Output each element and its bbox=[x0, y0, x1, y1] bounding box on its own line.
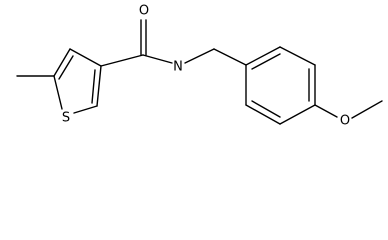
bond-c4-c3 bbox=[69, 48, 102, 67]
bond-c5-c4-inner bbox=[58, 55, 74, 80]
bond-c5-c4 bbox=[53, 48, 71, 77]
bond-b1-b2-inner bbox=[251, 53, 281, 70]
atom-label-carbonyl-oxygen: O bbox=[139, 4, 149, 19]
bond-c3-carbonyl bbox=[100, 54, 144, 67]
bond-c3-c2 bbox=[96, 65, 102, 107]
bond-b4-b5 bbox=[279, 104, 316, 125]
bond-carbonyl-n bbox=[142, 54, 173, 64]
atom-label-thiophene-sulfur: S bbox=[62, 111, 70, 126]
bond-b5-b6-inner bbox=[251, 100, 281, 118]
bond-s-c5 bbox=[53, 75, 63, 110]
atom-label-amide-nitrogen: N bbox=[173, 60, 183, 75]
bond-c3-c2-inner bbox=[91, 69, 96, 104]
bond-c2-s bbox=[73, 105, 98, 114]
bond-b2-b3 bbox=[279, 46, 316, 66]
bond-b1-b2 bbox=[245, 46, 281, 66]
bond-ring-o-methoxy bbox=[314, 104, 338, 118]
bond-o-methyl bbox=[351, 100, 383, 119]
bond-b5-b6 bbox=[245, 104, 281, 125]
molecule-svg: O N S O bbox=[16, 4, 383, 129]
molecule-structure: O N S O bbox=[16, 4, 383, 129]
bond-n-ch2 bbox=[184, 48, 215, 64]
bond-ch2-ring bbox=[213, 48, 247, 66]
atom-label-methoxy-oxygen: O bbox=[340, 114, 350, 129]
